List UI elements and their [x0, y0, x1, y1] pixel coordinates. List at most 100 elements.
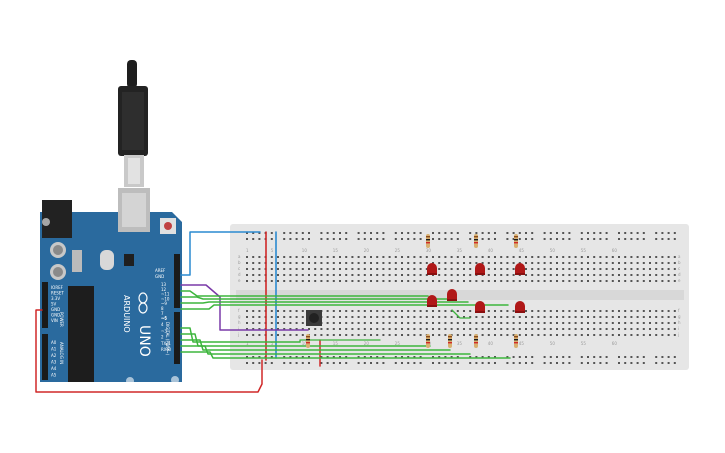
breadboard-row-letter: a	[238, 254, 241, 259]
wire-green-8	[180, 345, 471, 355]
led-red	[515, 263, 525, 275]
resistor	[474, 334, 478, 348]
arduino-uno-board[interactable]: ARDUINO UNO AREF GND 1312~11~10~987~6~54…	[40, 188, 182, 385]
digital-pin-label: ~9	[161, 301, 167, 306]
arduino-brand-label: ARDUINO	[122, 295, 131, 333]
power-pin-label: VIN	[51, 318, 58, 323]
breadboard-column-number: 40	[488, 248, 494, 253]
led-red	[475, 263, 485, 275]
breadboard-row-letter: i	[678, 326, 679, 331]
digital-pin-label: RX◂0	[161, 347, 172, 352]
breadboard-row-letter: c	[238, 266, 240, 271]
analog-pin-label: A3	[51, 360, 57, 365]
digital-pin-label: 12	[161, 287, 167, 292]
breadboard-row-letter: d	[238, 272, 241, 277]
power-pin-label: GND	[51, 307, 60, 312]
wire-green-4	[180, 304, 509, 310]
wires	[35, 231, 511, 393]
resistor	[514, 234, 518, 248]
led-red	[427, 263, 437, 275]
breadboard-column-number: 60	[612, 248, 618, 253]
digital-pin-label: ~11	[161, 292, 170, 297]
digital-pin-label: 2	[161, 335, 164, 340]
breadboard-column-number: 15	[333, 341, 339, 346]
digital-pin-label: 4	[161, 322, 164, 327]
breadboard-row-letter: a	[678, 254, 681, 259]
breadboard-column-number: 50	[550, 248, 556, 253]
digital-header-label: DIGITAL (PWM~)	[165, 322, 170, 356]
breadboard[interactable]: 1155101015152020252530303535404045455050…	[230, 224, 689, 370]
resistors	[306, 234, 518, 348]
breadboard-column-number: 55	[581, 248, 587, 253]
breadboard-column-number: 5	[271, 341, 274, 346]
wire-green-1	[180, 290, 429, 297]
breadboard-column-number: 25	[395, 248, 401, 253]
power-pin-label: 3.3V	[51, 296, 60, 301]
digital-pin-label: ~3	[161, 328, 167, 333]
led-red	[447, 289, 457, 301]
wire-green-2	[180, 296, 449, 300]
breadboard-column-number: 55	[581, 341, 587, 346]
resistor	[306, 334, 310, 348]
power-pin-label: 5V	[51, 302, 57, 307]
breadboard-column-number: 1	[246, 248, 249, 253]
wire-blue-gnd	[180, 231, 261, 276]
breadboard-column-number: 45	[519, 341, 525, 346]
power-pin-label: GND	[51, 313, 60, 318]
wire-green-9	[180, 351, 511, 359]
analog-pin-label: A1	[51, 347, 57, 352]
breadboard-column-number: 5	[271, 248, 274, 253]
resistor	[426, 234, 430, 248]
breadboard-column-number: 10	[302, 248, 308, 253]
breadboard-row-letter: e	[238, 278, 241, 283]
led-red	[515, 301, 525, 313]
wire-green-3	[180, 301, 469, 304]
breadboard-column-number: 50	[550, 341, 556, 346]
breadboard-row-letter: f	[678, 308, 680, 313]
gnd-pin-label: GND	[155, 274, 164, 279]
digital-pin-label: 8	[161, 306, 164, 311]
wire-green-7	[180, 339, 451, 351]
analog-pin-label: A2	[51, 353, 57, 358]
breadboard-row-letter: h	[238, 320, 241, 325]
breadboard-row-letter: f	[238, 308, 240, 313]
breadboard-column-number: 15	[333, 248, 339, 253]
breadboard-column-number: 25	[395, 341, 401, 346]
breadboard-row-letter: b	[678, 260, 681, 265]
digital-pin-label: TX▸1	[160, 341, 171, 346]
breadboard-row-letter: h	[678, 320, 681, 325]
aref-pin-label: AREF	[155, 268, 166, 273]
breadboard-column-number: 35	[457, 341, 463, 346]
breadboard-column-number: 40	[488, 341, 494, 346]
breadboard-column-number: 45	[519, 248, 525, 253]
breadboard-column-number: 1	[246, 341, 249, 346]
wire-green-jumper	[451, 309, 471, 319]
breadboard-column-number: 20	[364, 341, 370, 346]
analog-pin-label: A4	[51, 366, 57, 371]
arduino-model-label: UNO	[136, 325, 152, 357]
resistor	[448, 334, 452, 348]
power-pin-label: IOREF	[51, 285, 64, 290]
leds	[427, 263, 525, 313]
digital-pin-label: 13	[161, 282, 167, 287]
breadboard-row-letter: e	[678, 278, 681, 283]
push-button[interactable]	[306, 310, 322, 326]
resistor	[514, 334, 518, 348]
led-red	[475, 301, 485, 313]
breadboard-row-letter: b	[238, 260, 241, 265]
breadboard-row-letter: i	[238, 326, 239, 331]
wire-red-5v	[35, 309, 263, 393]
usb-cable[interactable]	[118, 60, 148, 187]
breadboard-column-number: 35	[457, 248, 463, 253]
breadboard-column-number: 20	[364, 248, 370, 253]
digital-pin-label: ~10	[161, 296, 170, 301]
breadboard-column-number: 60	[612, 341, 618, 346]
wire-green-pd	[299, 339, 381, 343]
digital-pin-label: ~5	[161, 316, 167, 321]
led-red	[427, 295, 437, 307]
resistor	[426, 334, 430, 348]
